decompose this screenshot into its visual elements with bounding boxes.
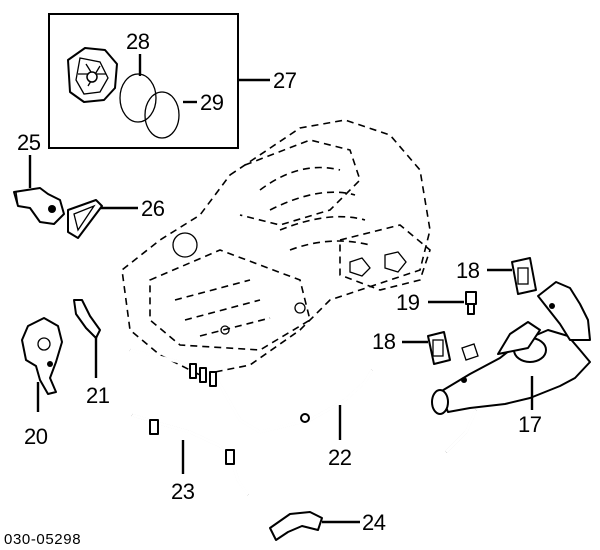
callout-25: 25 [17,130,41,155]
callout-28: 28 [126,29,150,54]
water-pipe-23 [131,413,250,496]
callout-29: 29 [200,90,224,115]
callout-26: 26 [141,196,165,221]
callout-27: 27 [273,68,297,93]
callout-24: 24 [362,510,386,535]
hose-24 [269,511,323,541]
bracket-part-20 [21,317,63,395]
gasket-29 [144,91,180,139]
water-pipe-22 [129,348,374,434]
gasket-18-upper [511,257,537,295]
gasket-18-lower [427,331,451,365]
callout-17: 17 [518,412,542,437]
callout-19: 19 [396,290,420,315]
engine-outline [121,119,431,376]
callout-21: 21 [86,383,110,408]
water-outlet-17 [431,281,591,454]
gasket-28 [119,73,157,123]
gasket-21 [73,299,101,339]
water-pump-part [67,47,118,103]
callout-18-upper: 18 [456,258,480,283]
callout-18-lower: 18 [372,329,396,354]
temperature-sensor-19 [465,291,477,315]
callout-22: 22 [328,445,352,470]
thermostat-fitting-part [13,187,65,225]
diagram-code: 030-05298 [4,531,81,548]
callout-23: 23 [171,479,195,504]
callout-20: 20 [24,424,48,449]
